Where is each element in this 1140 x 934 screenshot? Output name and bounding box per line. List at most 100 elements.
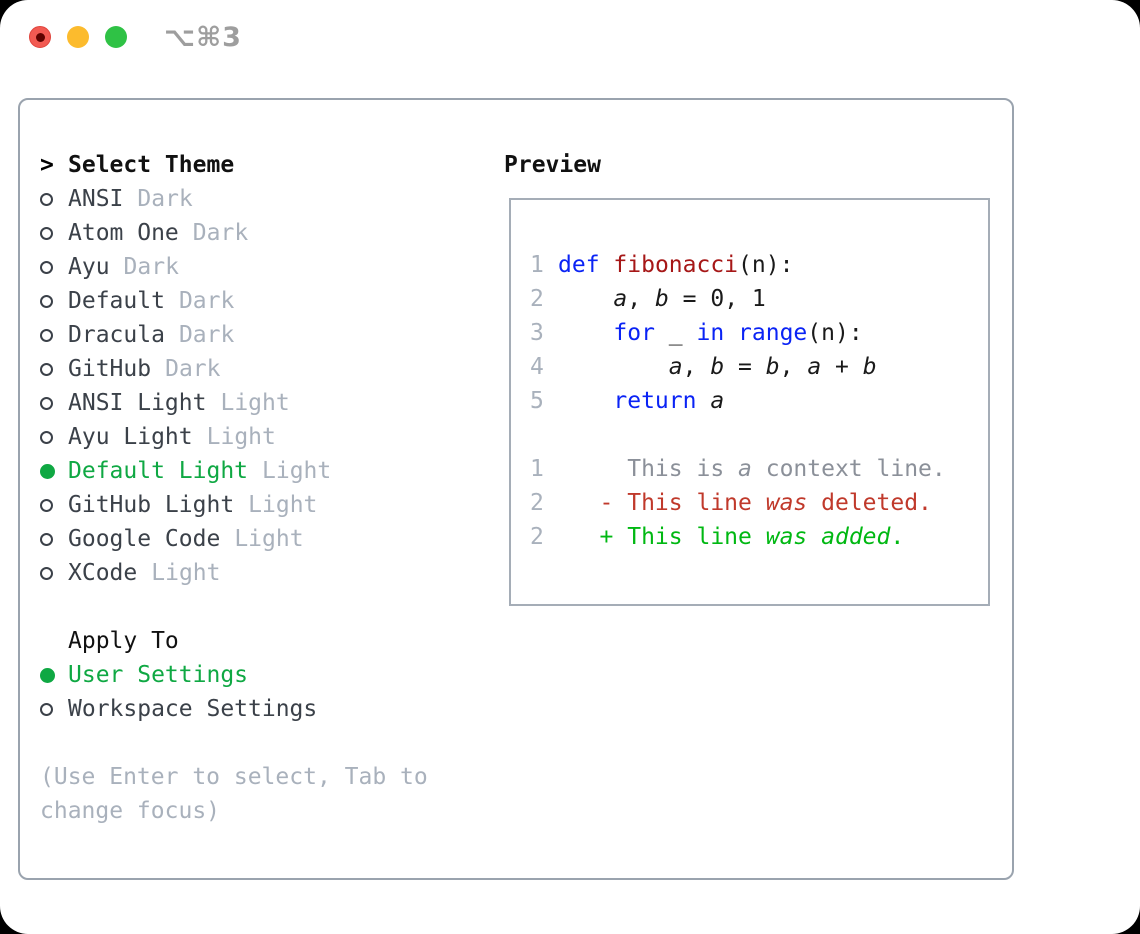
code-token: a [613, 286, 628, 312]
theme-option[interactable]: Atom One Dark [40, 216, 504, 250]
code-token: (n): [738, 252, 794, 278]
apply-to-option[interactable]: Workspace Settings [40, 692, 504, 726]
theme-name-label: GitHub Light [68, 492, 235, 518]
radio-circle-icon [40, 226, 53, 240]
theme-variant-label: Dark [192, 220, 249, 246]
radio-circle-icon [40, 328, 53, 342]
code-token: = [724, 354, 766, 380]
line-number: 4 [530, 354, 544, 380]
theme-variant-label: Light [220, 390, 290, 416]
line-number: 5 [530, 388, 544, 414]
code-token: . [890, 524, 905, 550]
code-token: return [613, 388, 697, 414]
code-line: 1 This is a context line. [530, 452, 988, 486]
code-line: 2 - This line was deleted. [530, 486, 988, 520]
line-number: 1 [530, 456, 544, 482]
theme-option[interactable]: Ayu Dark [40, 250, 504, 284]
theme-name-label: GitHub [68, 356, 152, 382]
code-token: , [779, 354, 808, 380]
code-token [696, 388, 710, 414]
code-line: 2 + This line was added. [530, 520, 988, 554]
code-line: 2 a, b = 0, 1 [530, 282, 988, 316]
theme-name-label: Ayu [68, 254, 110, 280]
code-token [807, 524, 821, 550]
apply-to-option[interactable]: User Settings [40, 658, 504, 692]
theme-name-label: XCode [68, 560, 138, 586]
code-line: 4 a, b = b, a + b [530, 350, 988, 384]
code-token: context line. [751, 456, 946, 482]
radio-selected-icon [40, 667, 55, 683]
code-token: - This line [558, 490, 766, 516]
radio-circle-icon [40, 294, 53, 308]
theme-name-label: Dracula [68, 322, 165, 348]
theme-variant-label: Light [206, 424, 276, 450]
keyboard-shortcut-label: ⌥⌘3 [164, 22, 242, 53]
radio-circle-icon [40, 532, 53, 546]
code-token: was [765, 524, 808, 550]
select-theme-title: Select Theme [68, 152, 235, 178]
radio-circle-icon [40, 498, 53, 512]
zoom-button[interactable] [105, 26, 127, 48]
theme-variant-label: Light [248, 492, 318, 518]
code-line [530, 418, 988, 452]
close-button[interactable] [29, 26, 51, 48]
code-token: b [710, 354, 725, 380]
theme-name-label: Atom One [68, 220, 179, 246]
theme-variant-label: Dark [123, 254, 179, 280]
code-token: b [862, 354, 877, 380]
theme-name-label: ANSI Light [68, 390, 207, 416]
radio-circle-icon [40, 192, 53, 206]
radio-circle-icon [40, 260, 53, 274]
hint-text: (Use Enter to select, Tab to change focu… [40, 764, 428, 824]
apply-to-label: Workspace Settings [68, 696, 318, 722]
line-number: 2 [530, 524, 544, 550]
code-token: added [821, 524, 891, 550]
line-number: 3 [530, 320, 544, 346]
theme-variant-label: Light [234, 526, 304, 552]
code-token: a [668, 354, 683, 380]
theme-option[interactable]: ANSI Light Light [40, 386, 504, 420]
radio-circle-icon [40, 566, 53, 580]
code-token [558, 388, 613, 414]
theme-name-label: Default [68, 288, 165, 314]
theme-option[interactable]: XCode Light [40, 556, 504, 590]
code-token: fibonacci [613, 252, 739, 278]
radio-circle-icon [40, 396, 53, 410]
code-token: (n): [807, 320, 863, 346]
line-number: 2 [530, 286, 544, 312]
theme-variant-label: Dark [178, 288, 235, 314]
theme-option[interactable]: Default Dark [40, 284, 504, 318]
code-token: a [807, 354, 822, 380]
code-token: for [613, 320, 655, 346]
code-token: in [696, 320, 725, 346]
code-line: 3 for _ in range(n): [530, 316, 988, 350]
code-token: a [738, 456, 752, 482]
code-token [558, 354, 669, 380]
code-token: a [710, 388, 725, 414]
theme-variant-label: Light [151, 560, 221, 586]
code-token: + This line [558, 524, 766, 550]
radio-selected-icon [40, 463, 55, 479]
code-token: _ [654, 320, 697, 346]
theme-name-label: Default Light [68, 458, 249, 484]
code-token [724, 320, 738, 346]
theme-option[interactable]: GitHub Light Light [40, 488, 504, 522]
code-token [558, 320, 613, 346]
close-dot-icon [35, 32, 45, 42]
code-token: , [682, 354, 711, 380]
minimize-button[interactable] [67, 26, 89, 48]
